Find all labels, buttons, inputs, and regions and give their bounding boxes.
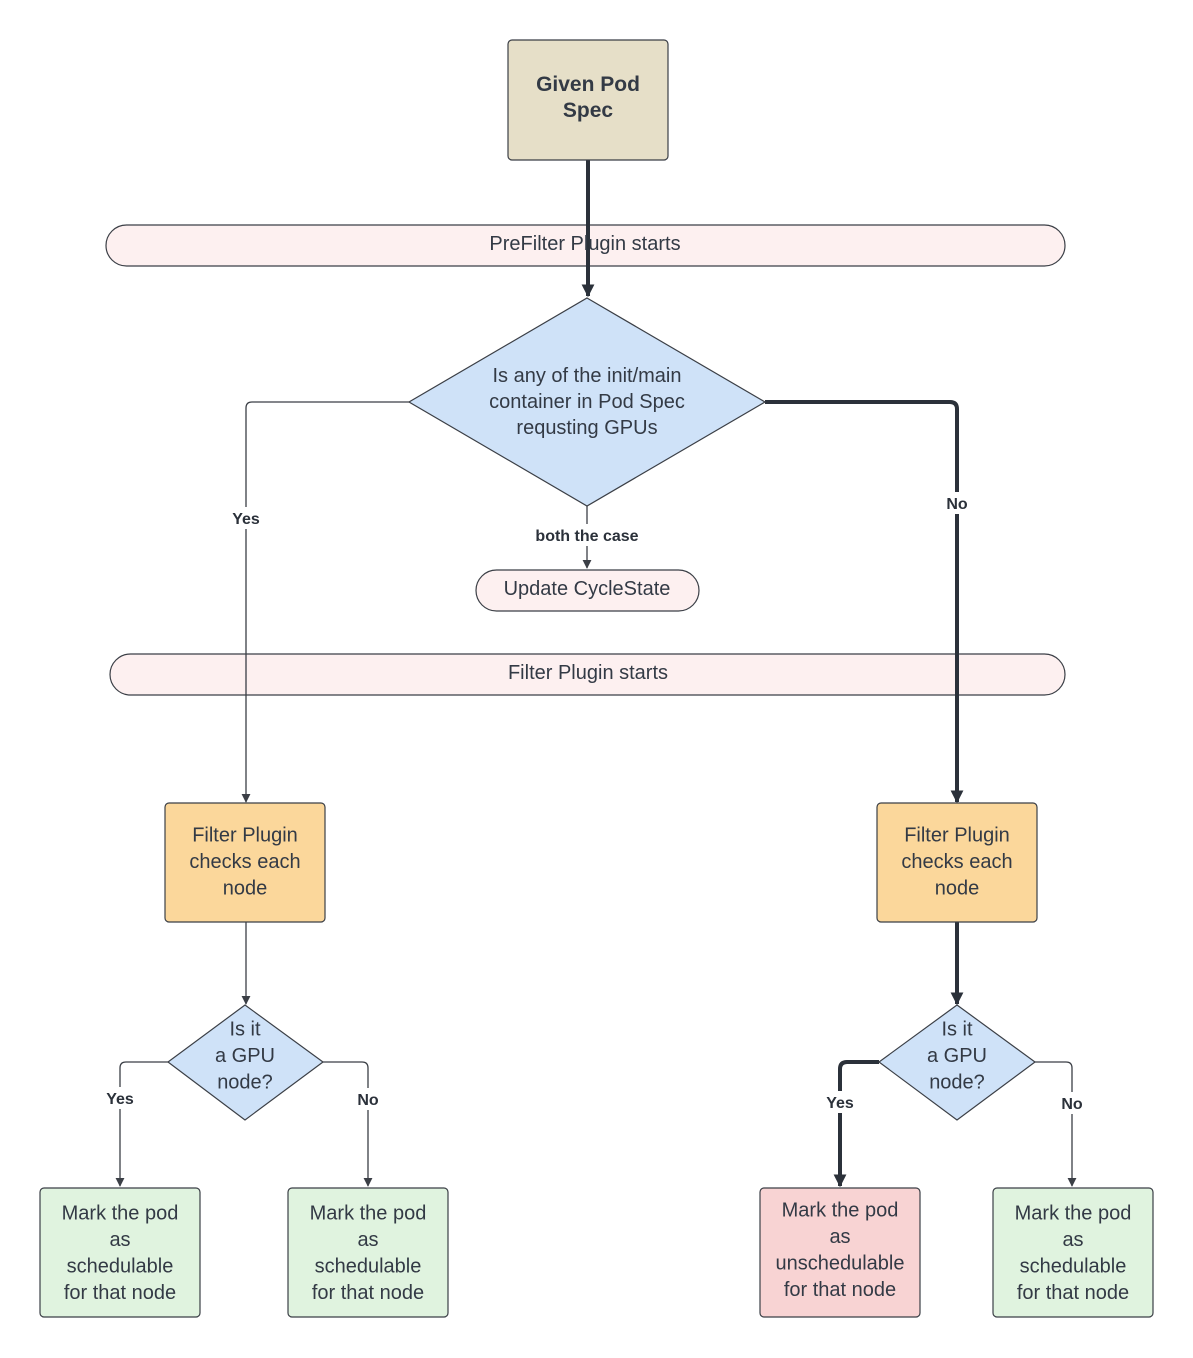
- edge-gpuleft-yes: [115, 1061, 168, 1187]
- node-text-line: Is it: [941, 1019, 973, 1041]
- decision-gpu-request: [407, 297, 767, 507]
- filter-left-node: [164, 802, 326, 923]
- node-text-line: for that node: [784, 1279, 896, 1301]
- node-text-line: as: [1062, 1229, 1083, 1251]
- node-text-line: Spec: [563, 99, 614, 122]
- mark-rl-text: Mark the pod as unschedulable for that node: [776, 1199, 905, 1301]
- edge-label-right-no: No: [1061, 1096, 1083, 1113]
- node-text-line: Mark the pod: [310, 1202, 427, 1224]
- node-text-line: node: [223, 878, 268, 900]
- mark-schedulable-right-no: [992, 1187, 1154, 1318]
- filter-right-node: [876, 802, 1038, 923]
- mark-unschedulable-right-yes: [759, 1187, 921, 1318]
- update-cyclestate-node: [475, 569, 700, 612]
- edge-gpuright-yes: [833, 1060, 879, 1188]
- mark-schedulable-left-no: [287, 1187, 449, 1318]
- node-text-line: as: [829, 1226, 850, 1248]
- decision-gpu-node-right-text: Is it a GPU node?: [927, 1019, 987, 1094]
- node-text-line: as: [109, 1229, 130, 1251]
- decision-gpu-node-left-text: Is it a GPU node?: [215, 1019, 275, 1094]
- node-text-line: requsting GPUs: [516, 417, 657, 439]
- edge-label-main-both: both the case: [535, 528, 638, 545]
- decision-gpu-node-right: [877, 1004, 1037, 1121]
- node-text-line: Mark the pod: [62, 1202, 179, 1224]
- label-bg-right-yes: [819, 1091, 861, 1113]
- node-text-line: node?: [929, 1072, 985, 1094]
- update-cyclestate-text: Update CycleState: [504, 578, 671, 600]
- node-text-line: Is any of the init/main: [493, 365, 682, 387]
- node-text-line: schedulable: [67, 1255, 174, 1277]
- node-text-line: checks each: [189, 851, 300, 873]
- node-text-line: for that node: [312, 1282, 424, 1304]
- node-text-line: node: [935, 878, 980, 900]
- filter-left-text: Filter Plugin checks each node: [189, 825, 300, 900]
- node-text-line: container in Pod Spec: [489, 391, 685, 413]
- node-text-line: for that node: [64, 1282, 176, 1304]
- node-text-line: Mark the pod: [782, 1199, 899, 1221]
- label-bg-main-both: [526, 524, 648, 546]
- edge-decision-no: [765, 400, 964, 804]
- edge-label-right-yes: Yes: [826, 1095, 854, 1112]
- label-bg-left-no: [351, 1088, 385, 1110]
- filter-right-text: Filter Plugin checks each node: [901, 825, 1012, 900]
- node-text-line: for that node: [1017, 1282, 1129, 1304]
- node-text-line: checks each: [901, 851, 1012, 873]
- start-node: [507, 39, 669, 161]
- node-text-line: schedulable: [1020, 1255, 1127, 1277]
- node-text-line: Given Pod: [536, 73, 640, 96]
- decision-gpu-request-text: Is any of the init/main container in Pod …: [489, 365, 685, 439]
- edge-decision-yes: [241, 401, 409, 803]
- label-bg-main-yes: [226, 507, 266, 529]
- decision-gpu-node-left: [166, 1004, 325, 1121]
- filter-band: [109, 653, 1066, 696]
- prefilter-band-text: PreFilter Plugin starts: [489, 233, 680, 255]
- mark-ll-text: Mark the pod as schedulable for that node: [62, 1202, 179, 1304]
- node-text-line: Mark the pod: [1015, 1202, 1132, 1224]
- node-text-line: Is it: [229, 1019, 261, 1041]
- edge-label-left-no: No: [357, 1092, 379, 1109]
- edge-label-main-yes: Yes: [232, 511, 260, 528]
- node-text-line: unschedulable: [776, 1252, 905, 1274]
- node-text-line: schedulable: [315, 1255, 422, 1277]
- node-text-line: Filter Plugin: [904, 825, 1010, 847]
- edge-gpuright-no: [1035, 1061, 1077, 1187]
- mark-rr-text: Mark the pod as schedulable for that node: [1015, 1202, 1132, 1304]
- edge-label-left-yes: Yes: [106, 1091, 134, 1108]
- mark-schedulable-left-yes: [39, 1187, 201, 1318]
- node-text-line: as: [357, 1229, 378, 1251]
- node-text-line: node?: [217, 1072, 273, 1094]
- edge-gpuleft-no: [323, 1061, 373, 1187]
- label-bg-right-no: [1055, 1092, 1089, 1114]
- prefilter-band: [105, 224, 1066, 267]
- label-bg-left-yes: [100, 1087, 140, 1109]
- node-text-line: Update CycleState: [504, 578, 671, 600]
- mark-lr-text: Mark the pod as schedulable for that node: [310, 1202, 427, 1304]
- edge-label-main-no: No: [946, 496, 968, 513]
- node-text-line: a GPU: [927, 1045, 987, 1067]
- node-text-line: Filter Plugin starts: [508, 662, 668, 684]
- node-text-line: PreFilter Plugin starts: [489, 233, 680, 255]
- node-text-line: a GPU: [215, 1045, 275, 1067]
- filter-band-text: Filter Plugin starts: [508, 662, 668, 684]
- label-bg-main-no: [940, 492, 974, 514]
- node-text-line: Filter Plugin: [192, 825, 298, 847]
